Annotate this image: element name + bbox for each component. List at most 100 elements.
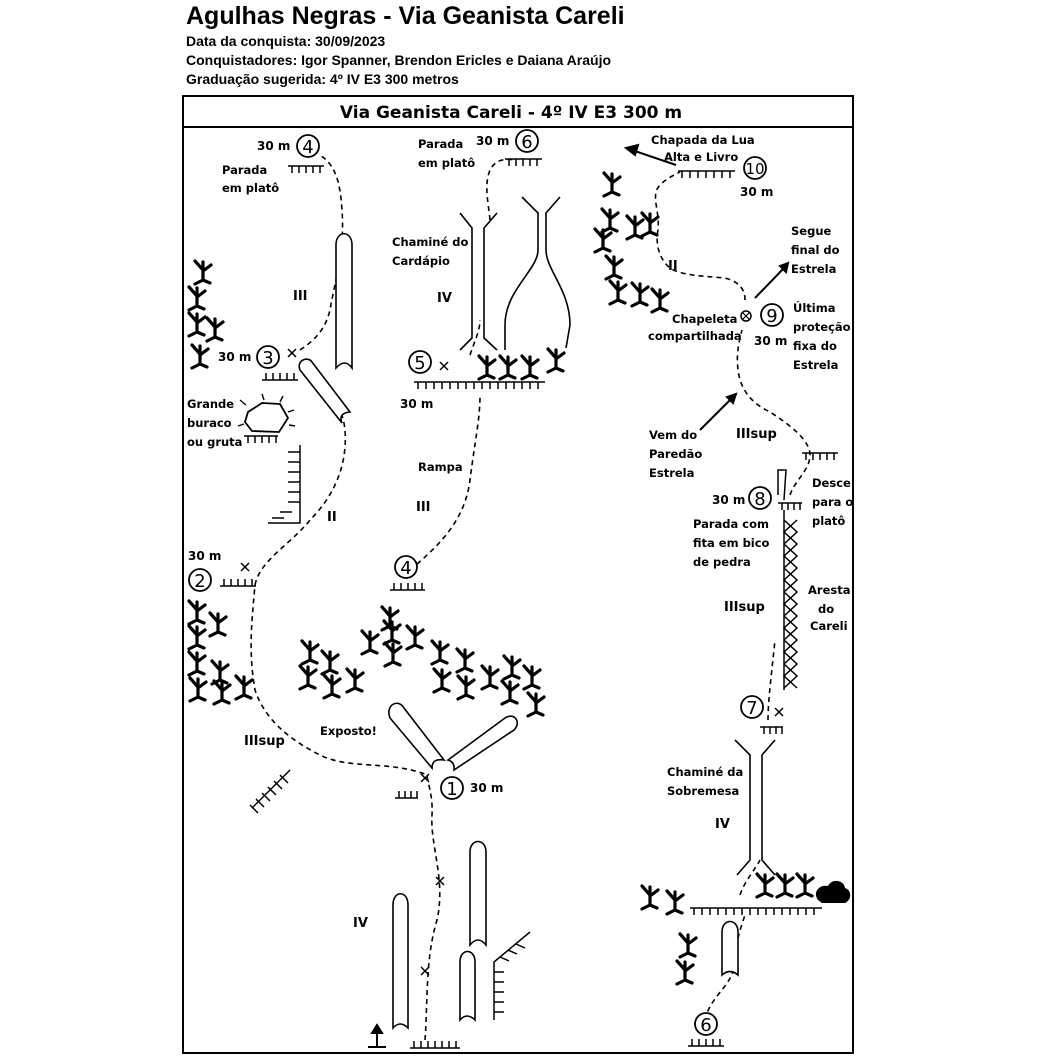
label-cardapio: Cardápio bbox=[392, 254, 450, 268]
label-final-do: final do bbox=[791, 243, 840, 257]
label-protecao: proteção bbox=[793, 320, 851, 334]
station-5: 5 bbox=[408, 350, 432, 374]
grade-iiisup-aresta: IIIsup bbox=[724, 600, 765, 615]
grade-line: Graduação sugerida: 4º IV E3 300 metros bbox=[186, 71, 459, 87]
length-2: 30 m bbox=[188, 549, 221, 563]
arrow-icon bbox=[368, 143, 790, 1048]
label-parada-plato-6b: em platô bbox=[418, 156, 475, 170]
belay-symbols bbox=[220, 158, 838, 1049]
svg-text:2: 2 bbox=[194, 571, 205, 592]
label-compartilhada: compartilhada bbox=[648, 329, 742, 343]
length-6: 30 m bbox=[476, 134, 509, 148]
station-2: 2 bbox=[188, 568, 212, 592]
station-8: 8 bbox=[748, 486, 772, 510]
station-7: 7 bbox=[740, 695, 764, 719]
length-9: 30 m bbox=[754, 334, 787, 348]
svg-text:4: 4 bbox=[302, 137, 313, 158]
label-de-pedra: de pedra bbox=[693, 555, 751, 569]
route-path-right bbox=[654, 171, 811, 1021]
label-estrela-segue: Estrela bbox=[791, 262, 836, 276]
label-exposto: Exposto! bbox=[320, 724, 377, 738]
grade-iv-sobremesa: IV bbox=[715, 817, 730, 832]
station-9: 9 bbox=[760, 303, 784, 327]
chapeleta-icon bbox=[740, 310, 752, 322]
grade-iiisup-left: IIIsup bbox=[244, 734, 285, 749]
grade-ii-left: II bbox=[327, 510, 337, 525]
pitch-lengths: 30 m 30 m 30 m 30 m 30 m 30 m 30 m 30 m … bbox=[188, 134, 787, 795]
label-aresta-do: do bbox=[818, 602, 834, 616]
label-desce: Desce bbox=[812, 476, 851, 490]
label-chapada: Chapada da Lua bbox=[651, 133, 755, 147]
station-markers: 1 2 3 4 4 5 6 6 7 8 9 10 bbox=[188, 129, 784, 1036]
label-parada-plato-6: Parada bbox=[418, 137, 463, 151]
label-fixa-do: fixa do bbox=[793, 339, 837, 353]
label-parada-plato-4: Parada bbox=[222, 163, 267, 177]
station-3: 3 bbox=[256, 345, 280, 369]
station-6-top: 6 bbox=[515, 129, 539, 153]
grade-iv-start: IV bbox=[353, 916, 368, 931]
grade-iiisup-right: IIIsup bbox=[736, 427, 777, 442]
label-careli: Careli bbox=[810, 619, 848, 633]
topo-title: Via Geanista Careli - 4º IV E3 300 m bbox=[340, 103, 682, 123]
grade-iii-ramp: III bbox=[416, 500, 431, 515]
length-4: 30 m bbox=[257, 139, 290, 153]
label-vem-do: Vem do bbox=[649, 428, 697, 442]
grade-ii-right: II bbox=[668, 259, 678, 274]
length-5: 30 m bbox=[400, 397, 433, 411]
pitch-grades: IV IIIsup II III IV III IV IIIsup IIIsup… bbox=[244, 259, 777, 931]
station-4-ramp: 4 bbox=[394, 555, 418, 579]
svg-text:6: 6 bbox=[521, 132, 532, 153]
page-title: Agulhas Negras - Via Geanista Careli bbox=[186, 2, 625, 30]
climbers-line: Conquistadores: Igor Spanner, Brendon Er… bbox=[186, 52, 612, 68]
svg-text:1: 1 bbox=[446, 779, 457, 800]
length-8: 30 m bbox=[712, 493, 745, 507]
length-1: 30 m bbox=[470, 781, 503, 795]
topo-frame bbox=[182, 95, 854, 1054]
label-estrela-vem: Estrela bbox=[649, 466, 694, 480]
slab-icon bbox=[249, 445, 799, 1020]
label-gruta: ou gruta bbox=[187, 435, 242, 449]
grade-iii-left: III bbox=[293, 289, 308, 304]
chimney-lines bbox=[459, 196, 776, 876]
svg-text:9: 9 bbox=[766, 306, 777, 327]
label-parada-plato-4b: em platô bbox=[222, 181, 279, 195]
label-chamine-cardapio: Chaminé do bbox=[392, 235, 469, 249]
label-aresta: Aresta bbox=[808, 583, 850, 597]
label-chapeleta: Chapeleta bbox=[672, 312, 737, 326]
tree-icon bbox=[187, 171, 815, 986]
station-6-bottom: 6 bbox=[694, 1012, 718, 1036]
length-3: 30 m bbox=[218, 350, 251, 364]
grade-iv-chimney: IV bbox=[437, 291, 452, 306]
label-estrela-ultima: Estrela bbox=[793, 358, 838, 372]
conquest-date: Data da conquista: 30/09/2023 bbox=[186, 33, 386, 49]
label-chamine-sobremesa: Chaminé da bbox=[667, 765, 743, 779]
svg-text:7: 7 bbox=[746, 698, 757, 719]
cave-icon bbox=[237, 393, 296, 433]
svg-text:4: 4 bbox=[400, 558, 411, 579]
station-10: 10 bbox=[743, 156, 767, 180]
label-fita-bico: fita em bico bbox=[693, 536, 770, 550]
svg-text:8: 8 bbox=[754, 489, 765, 510]
crack-icon bbox=[298, 232, 739, 1031]
svg-text:6: 6 bbox=[700, 1015, 711, 1036]
label-ultima: Última bbox=[793, 300, 835, 315]
station-1: 1 bbox=[440, 776, 464, 800]
label-buraco: buraco bbox=[187, 416, 232, 430]
label-grande: Grande bbox=[187, 397, 234, 411]
bush-icon bbox=[815, 880, 851, 903]
label-alta-livro: Alta e Livro bbox=[664, 150, 738, 164]
length-10: 30 m bbox=[740, 185, 773, 199]
svg-text:5: 5 bbox=[414, 353, 425, 374]
label-plato: platô bbox=[812, 514, 845, 528]
label-paredao: Paredão bbox=[649, 447, 702, 461]
station-4-top: 4 bbox=[296, 134, 320, 158]
label-segue: Segue bbox=[791, 224, 832, 238]
label-parada-fita: Parada com bbox=[693, 517, 769, 531]
svg-text:3: 3 bbox=[262, 348, 273, 369]
label-rampa: Rampa bbox=[418, 460, 463, 474]
label-sobremesa: Sobremesa bbox=[667, 784, 739, 798]
svg-text:10: 10 bbox=[745, 160, 764, 178]
label-para-o: para o bbox=[812, 495, 853, 509]
route-labels: Exposto! Parada em platô Grande buraco o… bbox=[187, 133, 853, 798]
